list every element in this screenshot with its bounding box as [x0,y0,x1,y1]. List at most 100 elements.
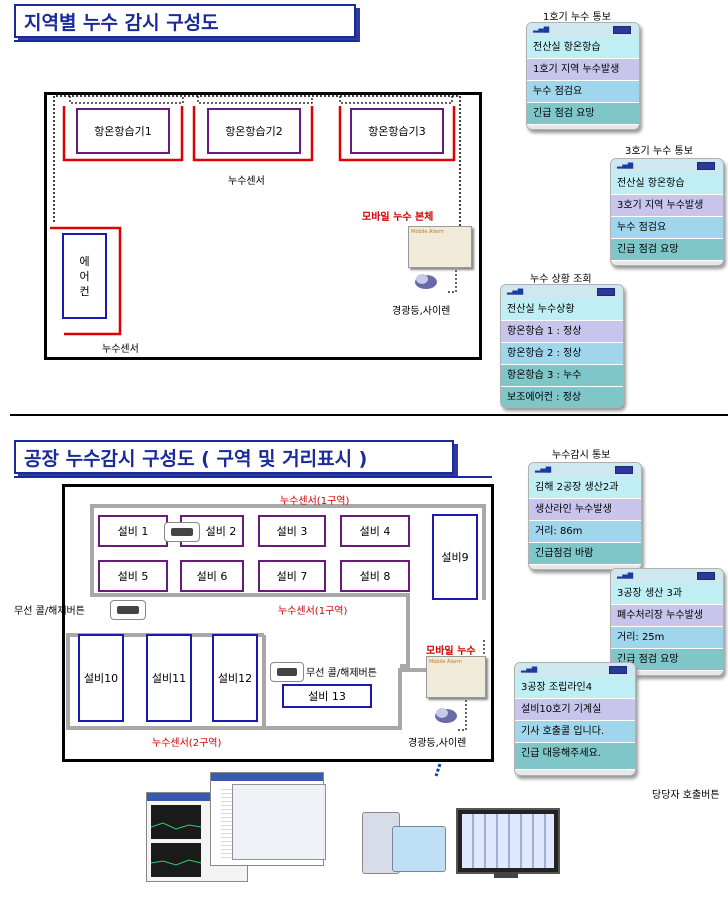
section2-unit-13-label: 설비 13 [308,690,346,703]
section2-device-brand: Mobile Alarm [429,659,462,665]
battery-icon [597,288,615,296]
phone6-row-2: 설비10호기 기계실 [515,699,635,721]
section2-unit-1: 설비 1 [98,515,168,547]
phone4-row-3: 거리: 86m [529,521,641,543]
signal-icon: ▂▄▆ [617,161,634,169]
section2-alarm-label: 경광등,사이렌 [408,738,467,749]
signal-icon: ▂▄▆ [521,665,538,673]
phone2-row-4: 긴급 점검 요망 [611,239,723,261]
phone5: ▂▄▆ 3공장 생산 3과 폐수처리장 누수발생 거리: 25m 긴급 점검 요… [610,568,724,676]
section1-mobile-label: 모바일 누수 본체 [362,212,434,223]
section1-aircon-label: 에 어 컨 [79,254,90,298]
section2-unit-3: 설비 3 [258,515,326,547]
phone5-row-3: 거리: 25m [611,627,723,649]
phone3-row-4: 항온항습 3 : 누수 [501,365,623,387]
section2-unit-12-label: 설비12 [217,672,253,685]
section2-unit-6-label: 설비 6 [196,570,228,583]
section2-unit-9: 설비9 [432,514,478,600]
phone2-row-3: 누수 점검요 [611,217,723,239]
section2-wireless-button-mid [270,662,304,682]
battery-icon [613,26,631,34]
phone6-row-3: 기사 호출콜 입니다. [515,721,635,743]
phone3-caption: 누수 상황 조회 [530,274,592,285]
section2-sensor-lines [66,504,486,777]
section1-mobile-alarm-device: Mobile Alarm [408,226,472,268]
section2-unit-11: 설비11 [146,634,192,722]
phone4-row-1: 김해 2공장 생산2과 [529,477,641,499]
monitor-icon [456,808,560,874]
section2-title-underline [14,476,492,478]
section-divider [10,414,728,416]
section1-sensor-top: 누수센서 [228,176,265,187]
phone6: ▂▄▆ 3공장 조립라인4 설비10호기 기계실 기사 호출콜 입니다. 긴급 … [514,662,636,776]
section2-unit-8-label: 설비 8 [359,570,391,583]
phone3-row-3: 항온항습 2 : 정상 [501,343,623,365]
phone1-row-1: 전산실 항온항습 [527,37,639,59]
phone4: ▂▄▆ 김해 2공장 생산2과 생산라인 누수발생 거리: 86m 긴급점검 바… [528,462,642,570]
phone5-row-1: 3공장 생산 3과 [611,583,723,605]
phone2-row-1: 전산실 항온항습 [611,173,723,195]
section2-unit-8: 설비 8 [340,560,410,592]
monitor-screenshot-1 [146,792,248,882]
section2-zone2: 누수센서(2구역) [152,738,222,749]
section2-unit-10: 설비10 [78,634,124,722]
signal-icon: ▂▄▆ [533,25,550,33]
section2-wireless-button-top [164,522,200,542]
section2-unit-6: 설비 6 [180,560,244,592]
phone6-row-1: 3공장 조립라인4 [515,677,635,699]
section1-unit-2: 항온항습기2 [207,108,301,154]
phone5-row-2: 폐수처리장 누수발생 [611,605,723,627]
section2-title: 공장 누수감시 구성도 ( 구역 및 거리표시 ) [14,440,454,474]
phone3: ▂▄▆ 전산실 누수상황 항온항습 1 : 정상 항온항습 2 : 정상 항온항… [500,284,624,408]
monitor-stand [494,872,518,878]
section1-siren-icon [415,274,437,289]
phone1-row-2: 1호기 지역 누수발생 [527,59,639,81]
signal-icon: ▂▄▆ [507,287,524,295]
section1-title-underline [14,40,358,42]
phone2-row-2: 3호기 지역 누수발생 [611,195,723,217]
section2-mobile-label: 모바일 누수 [426,646,476,657]
section2-unit-10-label: 설비10 [83,672,119,685]
section2-zone1-top: 누수센서(1구역) [280,496,350,507]
phone1: ▂▄▆ 전산실 항온항습 1호기 지역 누수발생 누수 점검요 긴급 점검 요망 [526,22,640,130]
phone2-caption: 3호기 누수 통보 [625,146,693,157]
battery-icon [615,466,633,474]
section2-unit-3-label: 설비 3 [276,525,308,538]
phone1-caption: 1호기 누수 통보 [543,12,611,23]
monitor-screenshot-3 [232,784,326,860]
section2-unit-2-label: 설비 2 [205,525,237,538]
section1-unit-3-label: 항온항습기3 [368,125,426,138]
section2-wireless-button-left [110,600,146,620]
section2-unit-9-label: 설비9 [441,551,469,564]
phone3-row-1: 전산실 누수상황 [501,299,623,321]
section1-unit-3: 항온항습기3 [350,108,444,154]
phone3-row-5: 보조에어컨 : 정상 [501,387,623,407]
section2-unit-1-label: 설비 1 [117,525,149,538]
signal-icon: ▂▄▆ [617,571,634,579]
printer-icon [392,826,446,872]
section1-title: 지역별 누수 감시 구성도 [14,4,356,38]
section2-zone1-mid: 누수센서(1구역) [278,606,348,617]
battery-icon [697,572,715,580]
phone5-row-4: 긴급 점검 요망 [611,649,723,671]
section1-sensor-bottom: 누수센서 [102,344,139,355]
signal-icon: ▂▄▆ [535,465,552,473]
section2-wireless-left-label: 무선 콜/해제버튼 [14,606,85,617]
section1-device-brand: Mobile Alarm [411,229,444,235]
section2-unit-13: 설비 13 [282,684,372,708]
section2-unit-5: 설비 5 [98,560,168,592]
section2-title-text: 공장 누수감시 구성도 ( 구역 및 거리표시 ) [24,447,368,470]
phone3-row-2: 항온항습 1 : 정상 [501,321,623,343]
phone6-row-4: 긴급 대응해주세요. [515,743,635,770]
section2-unit-12: 설비12 [212,634,258,722]
section2-unit-4-label: 설비 4 [359,525,391,538]
battery-icon [697,162,715,170]
phone4-caption: 누수감시 통보 [552,450,611,461]
phone4-row-4: 긴급점검 바람 [529,543,641,565]
phone2: ▂▄▆ 전산실 항온항습 3호기 지역 누수발생 누수 점검요 긴급 점검 요망 [610,158,724,266]
section1-unit-1-label: 항온항습기1 [94,125,152,138]
section2-mobile-alarm-device: Mobile Alarm [426,656,486,698]
section2-unit-11-label: 설비11 [151,672,187,685]
phone4-row-2: 생산라인 누수발생 [529,499,641,521]
battery-icon [609,666,627,674]
